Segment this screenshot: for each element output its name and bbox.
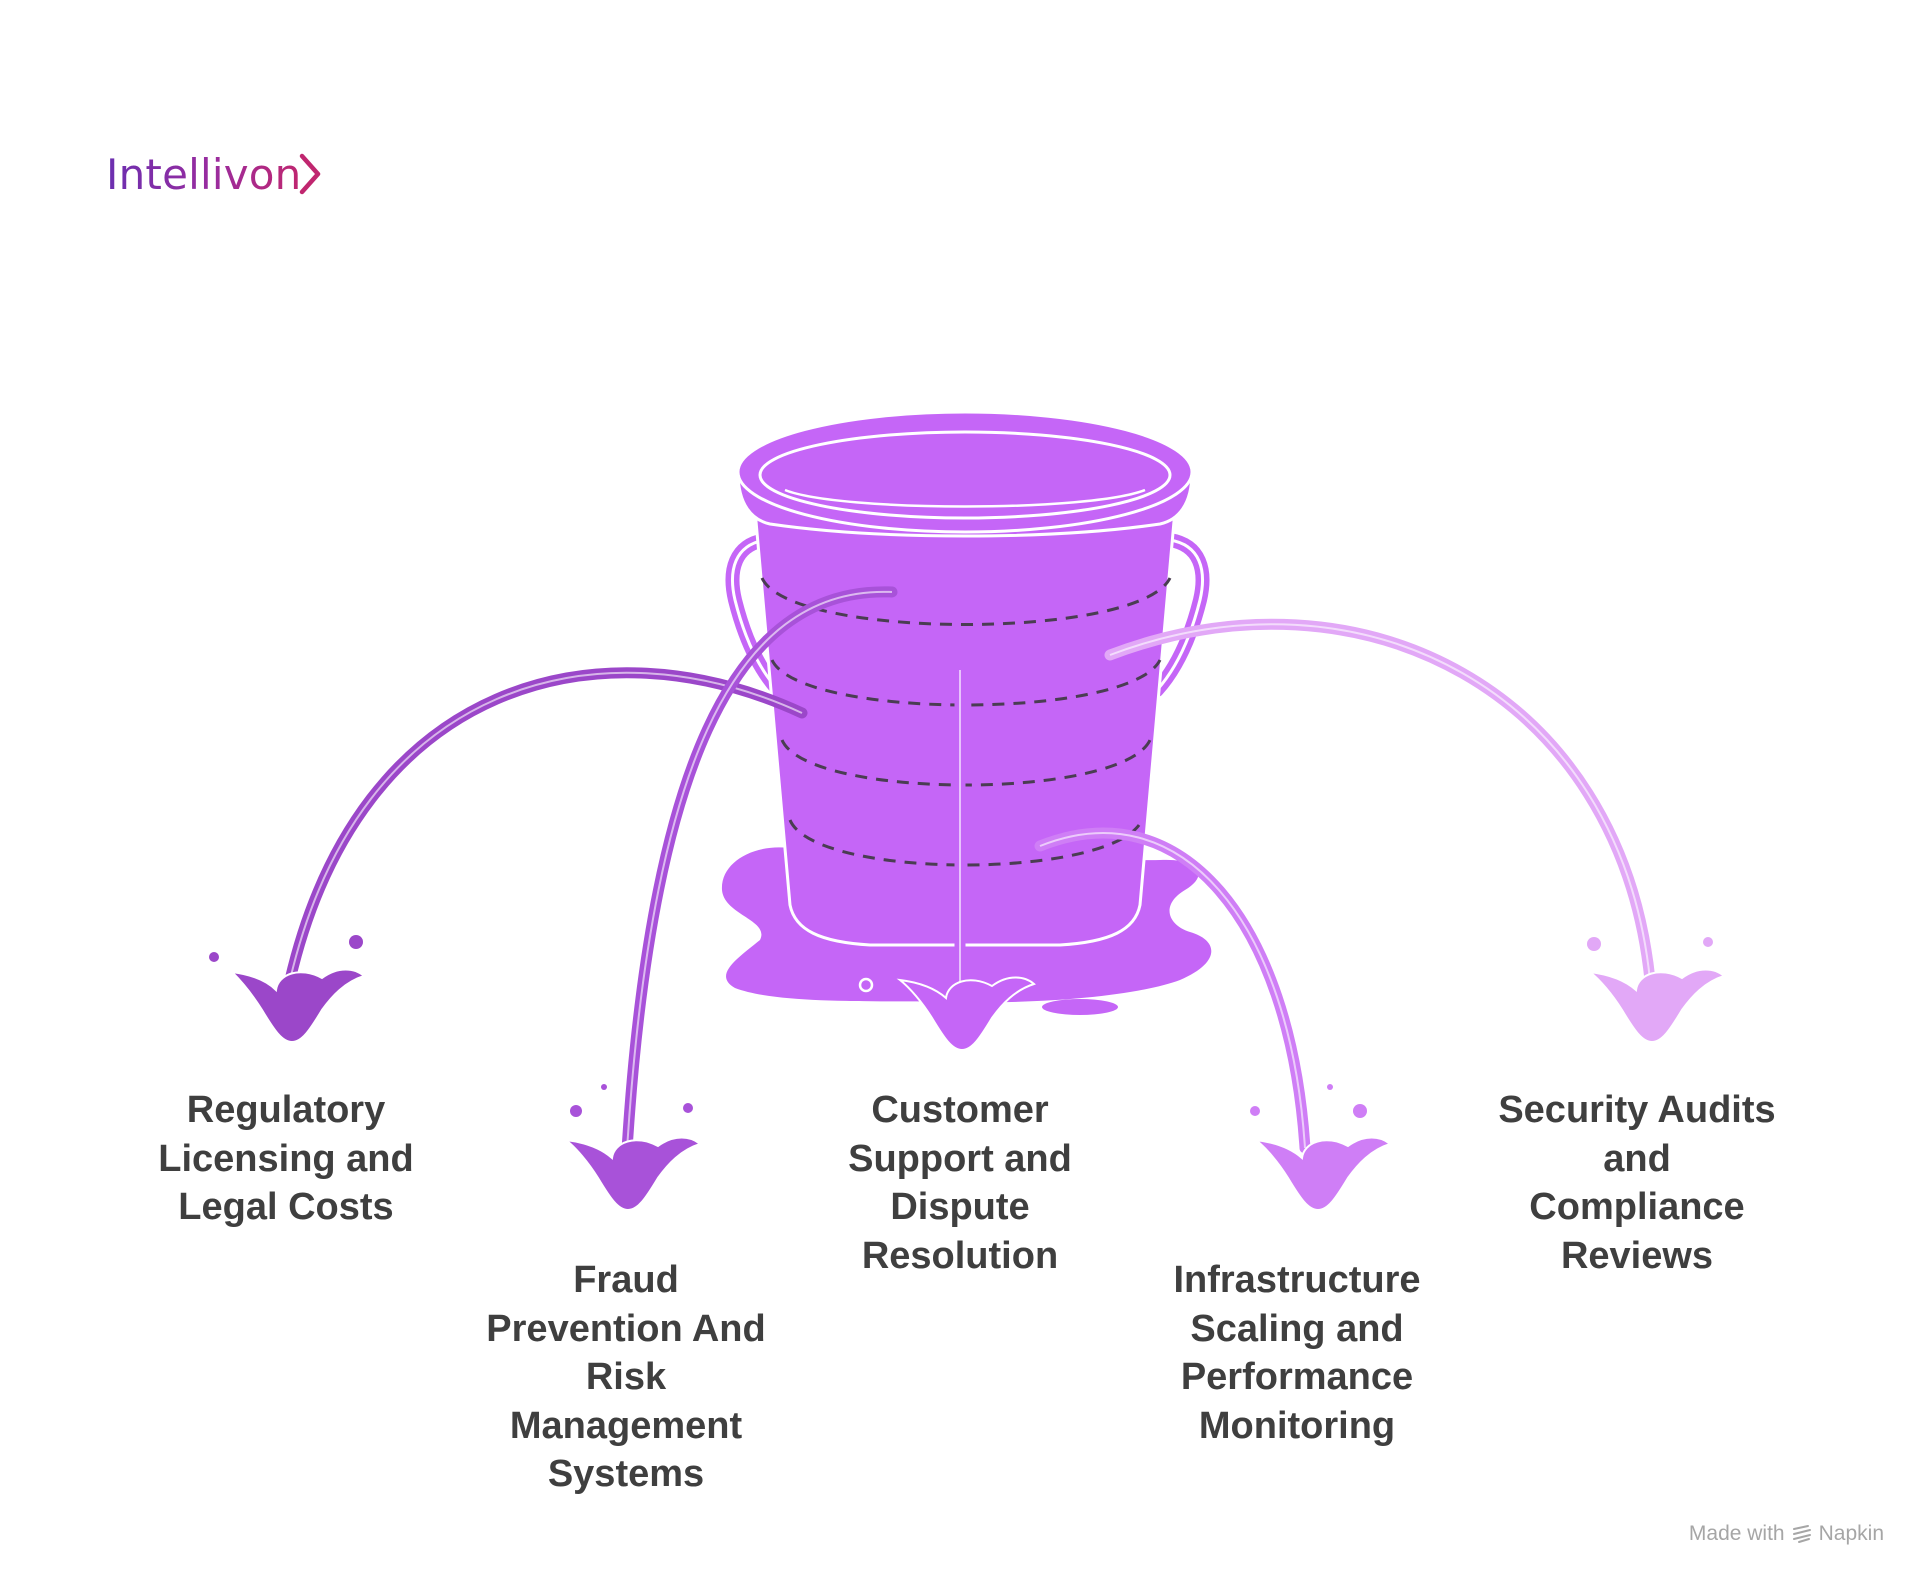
- splash-1: [229, 968, 366, 1044]
- splash-2: [562, 1136, 702, 1212]
- splash-5: [1586, 968, 1726, 1044]
- leak-label-1: Regulatory Licensing and Legal Costs: [158, 1089, 414, 1228]
- made-with-napkin: Made with Napkin: [1689, 1522, 1884, 1546]
- made-with-text: Made with: [1688, 1522, 1785, 1545]
- puddle-drop: [1042, 999, 1118, 1015]
- leak-stream-4: [1034, 827, 1392, 1212]
- bucket-rim: [736, 410, 1194, 538]
- leak-label-2: Fraud Prevention And Risk Management Sys…: [486, 1259, 766, 1495]
- napkin-text: Napkin: [1818, 1522, 1884, 1545]
- chevron-right-icon: [299, 153, 321, 195]
- leak-label-5: Security Audits and Compliance Reviews: [1498, 1089, 1776, 1277]
- bucket-handles: [725, 533, 1210, 697]
- leak-label-4: Infrastructure Scaling and Performance M…: [1173, 1259, 1421, 1447]
- splash-3: [896, 976, 1036, 1052]
- splash-4: [1252, 1136, 1392, 1212]
- leak-stream-5: [1104, 618, 1726, 1044]
- leak-stream-1: [209, 667, 808, 1044]
- puddle-bubble-small: [858, 977, 874, 993]
- leak-stream-3: [896, 664, 1036, 1052]
- napkin-logo-icon: [1792, 1525, 1811, 1543]
- leak-label-3: Customer Support and Dispute Resolution: [848, 1089, 1072, 1277]
- brand-logo: Intellivon: [106, 150, 302, 199]
- leak-stream-2: [562, 586, 898, 1212]
